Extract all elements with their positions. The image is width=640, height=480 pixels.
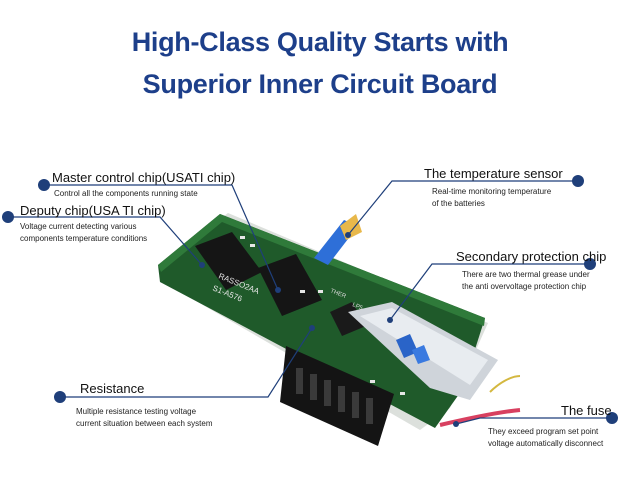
secondary-protection-description-line-1: There are two thermal grease under	[462, 270, 590, 279]
master-dot	[38, 179, 50, 191]
temperature-callout-line	[347, 180, 578, 236]
master-chip-label: Master control chip(USATI chip)	[52, 170, 236, 185]
secondary-dot	[584, 258, 596, 270]
temperature-dot	[572, 175, 584, 187]
resistance-dot	[54, 391, 66, 403]
temperature-sensor-description-line-2: of the batteries	[432, 199, 485, 208]
callout-end-dots	[199, 232, 459, 427]
connector-pins	[296, 368, 373, 424]
resistance-description-line-1: Multiple resistance testing voltage	[76, 407, 197, 416]
fuse-description-line-2: voltage automatically disconnect	[488, 439, 604, 448]
smd-components	[240, 236, 405, 395]
wire-yellow	[489, 375, 521, 393]
secondary-callout-line	[389, 263, 590, 321]
board-ref-1: THER	[329, 288, 347, 300]
deputy-chip-label: Deputy chip(USA TI chip)	[20, 203, 166, 218]
secondary-protection-label: Secondary protection chip	[456, 249, 607, 264]
resistance-description-line-2: current situation between each system	[76, 419, 213, 428]
protection-chip	[396, 334, 418, 358]
master-callout-line	[44, 184, 279, 291]
callout-lines	[8, 180, 612, 425]
deputy-chip	[195, 232, 262, 290]
fuse-wire	[439, 408, 521, 427]
page-title-line-1: High-Class Quality Starts with	[131, 27, 509, 57]
board-ref-2: LP5	[351, 302, 364, 312]
callout-dots	[2, 175, 618, 424]
deputy-dot	[2, 211, 14, 223]
protection-chip-2	[412, 345, 430, 364]
deputy-callout-line	[8, 216, 203, 266]
secondary-protection-description-line-2: the anti overvoltage protection chip	[462, 282, 587, 291]
master-chip	[258, 254, 322, 316]
page-title-line-2: Superior Inner Circuit Board	[142, 69, 498, 99]
connector	[280, 346, 394, 446]
fuse-description-line-1: They exceed program set point	[488, 427, 599, 436]
temperature-sensor-description-line-1: Real-time monitoring temperature	[432, 187, 552, 196]
resistance-label: Resistance	[80, 381, 145, 396]
fuse-dot	[606, 412, 618, 424]
resistance-callout-line	[60, 327, 313, 398]
small-chip	[330, 302, 366, 336]
temperature-sensor-label: The temperature sensor	[424, 166, 563, 181]
fuse-label: The fuse	[561, 403, 612, 418]
master-chip-description: Control all the components running state	[54, 189, 198, 198]
deputy-chip-description-line-1: Voltage current detecting various	[20, 222, 137, 231]
fuse-callout-line	[455, 417, 612, 425]
deputy-chip-description-line-2: components temperature conditions	[20, 234, 148, 243]
